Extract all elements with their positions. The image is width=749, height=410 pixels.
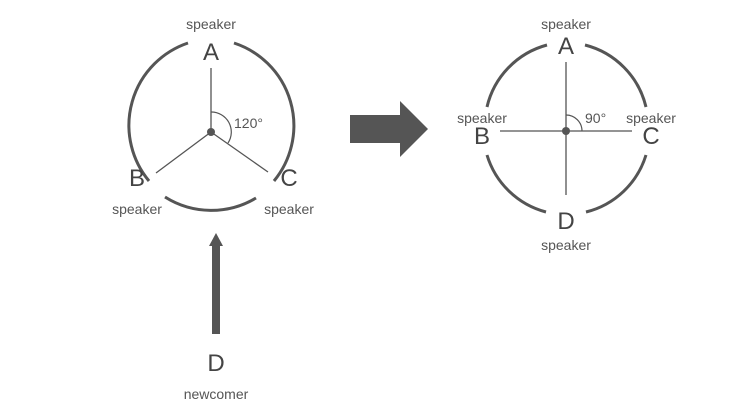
- right-label-b-letter: B: [474, 123, 490, 150]
- right-label-a-letter: A: [558, 33, 574, 60]
- newcomer-letter: D: [207, 350, 224, 377]
- left-angle-arc: [210, 111, 232, 144]
- right-angle-label: 90°: [585, 110, 606, 126]
- left-label-c-role: speaker: [264, 201, 314, 217]
- left-label-a-role: speaker: [186, 16, 236, 32]
- right-arc-top-left: [485, 43, 548, 108]
- newcomer-arrow-shaft: [212, 244, 220, 334]
- right-circle-group: 90° speaker A speaker B speaker C D spea…: [457, 16, 676, 253]
- left-circle-group: 120° speaker A B speaker C speaker: [112, 16, 314, 217]
- right-angle-arc: [565, 114, 583, 132]
- right-label-c-letter: C: [642, 123, 659, 150]
- right-arc-bottom-left: [485, 154, 547, 214]
- right-label-d-letter: D: [557, 208, 574, 235]
- right-label-a-role: speaker: [541, 16, 591, 32]
- left-center-dot: [207, 128, 215, 136]
- left-spoke-c: [210, 131, 269, 173]
- left-spoke-b: [155, 131, 212, 174]
- right-arc-top-right: [584, 43, 648, 108]
- left-arc-top-right: [233, 41, 296, 182]
- right-arc-bottom-right: [585, 154, 648, 214]
- left-angle-label: 120°: [234, 115, 263, 131]
- left-label-b-letter: B: [129, 165, 145, 192]
- right-label-b-role: speaker: [457, 110, 507, 126]
- right-label-c-role: speaker: [626, 110, 676, 126]
- right-center-dot: [562, 127, 570, 135]
- left-label-a-letter: A: [203, 39, 219, 66]
- newcomer-arrow-head: [209, 233, 223, 246]
- newcomer-group: D newcomer: [184, 233, 249, 402]
- right-arrow-icon: [350, 101, 428, 157]
- left-arc-bottom: [164, 195, 257, 212]
- left-label-c-letter: C: [280, 165, 297, 192]
- newcomer-role: newcomer: [184, 386, 249, 402]
- left-label-b-role: speaker: [112, 201, 162, 217]
- left-arc-top-left: [127, 41, 189, 182]
- right-label-d-role: speaker: [541, 237, 591, 253]
- transition-arrow: [350, 101, 428, 157]
